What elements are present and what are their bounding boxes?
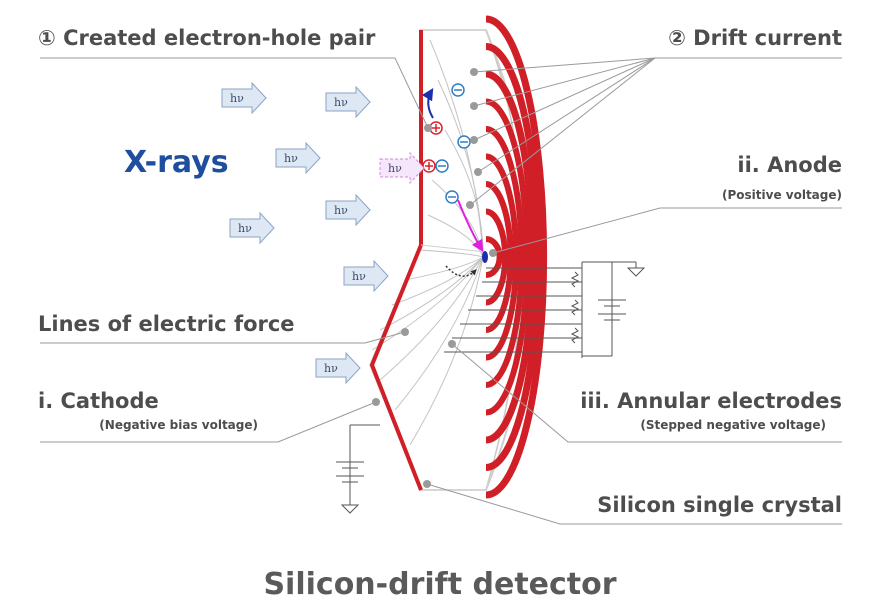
cathode-electrode: [369, 30, 423, 491]
label-created-pair: ① Created electron-hole pair: [38, 26, 376, 50]
photon-label: hν: [230, 92, 244, 105]
annular-electrode-ring: [485, 98, 531, 416]
photon-arrow: hν: [325, 85, 371, 119]
label-annular-electrodes: iii. Annular electrodes: [580, 389, 842, 413]
label-cathode: i. Cathode: [38, 389, 159, 413]
photon-arrow: hν: [379, 151, 425, 185]
leader-lines: [40, 57, 842, 525]
electric-field-lines: [371, 39, 484, 446]
label-silicon-crystal: Silicon single crystal: [597, 493, 842, 517]
annular-electrode-rings: [485, 15, 548, 499]
field-line-arrowheads: [445, 265, 477, 277]
annular-electrode-ring: [485, 43, 542, 471]
photon-label: hν: [352, 270, 366, 283]
electron-symbol: [457, 135, 471, 149]
annular-electrode-ring: [485, 70, 537, 444]
annular-electrode-ring: [485, 153, 520, 361]
label-cathode-sub: (Negative bias voltage): [99, 418, 258, 432]
label-drift-current: ② Drift current: [668, 26, 842, 50]
label-anode: ii. Anode: [737, 153, 842, 177]
annular-electrode-ring: [485, 181, 514, 333]
x-ray-photons: hν hν hν hν hν hν hν hν: [221, 81, 425, 385]
field-line: [371, 256, 484, 351]
field-line: [409, 256, 484, 446]
anode-dot: [482, 251, 488, 263]
label-anode-sub: (Positive voltage): [722, 188, 842, 202]
diagram-title: Silicon-drift detector: [263, 567, 616, 602]
field-line: [419, 249, 484, 258]
photon-arrow: hν: [221, 81, 267, 115]
photon-arrow: hν: [275, 141, 321, 175]
field-line: [429, 39, 484, 258]
annular-electrode-ring: [485, 236, 503, 278]
electron-symbol: [451, 83, 465, 97]
electron-drift-arrow: [457, 199, 484, 253]
x-rays-label: X-rays: [124, 145, 229, 180]
annular-electrode-ring: [485, 126, 525, 388]
photon-arrow: hν: [343, 259, 389, 293]
field-line: [404, 256, 484, 281]
label-field-lines: Lines of electric force: [38, 312, 295, 336]
annular-electrode-ring: [485, 208, 509, 306]
charge-carriers: [422, 83, 471, 204]
photon-label: hν: [238, 222, 252, 235]
photon-arrow: hν: [315, 351, 361, 385]
photon-label: hν: [324, 362, 338, 375]
annular-electrode-ring: [485, 15, 548, 499]
photon-label: hν: [388, 162, 402, 175]
electron-symbol: [445, 190, 459, 204]
hole-symbol: [422, 159, 436, 173]
hole-drift-arrow: [421, 87, 434, 119]
cathode-bias-circuit: [336, 424, 380, 514]
photon-label: hν: [334, 204, 348, 217]
photon-arrow: hν: [229, 211, 275, 245]
leader-dots: [372, 68, 497, 488]
voltage-divider-circuit: [444, 261, 646, 358]
photon-arrow: hν: [325, 193, 371, 227]
field-line: [379, 256, 484, 331]
photon-label: hν: [284, 152, 298, 165]
field-line: [427, 214, 484, 258]
photon-label: hν: [334, 96, 348, 109]
electron-symbol: [435, 159, 449, 173]
label-annular-sub: (Stepped negative voltage): [640, 418, 826, 432]
field-line: [391, 256, 484, 306]
